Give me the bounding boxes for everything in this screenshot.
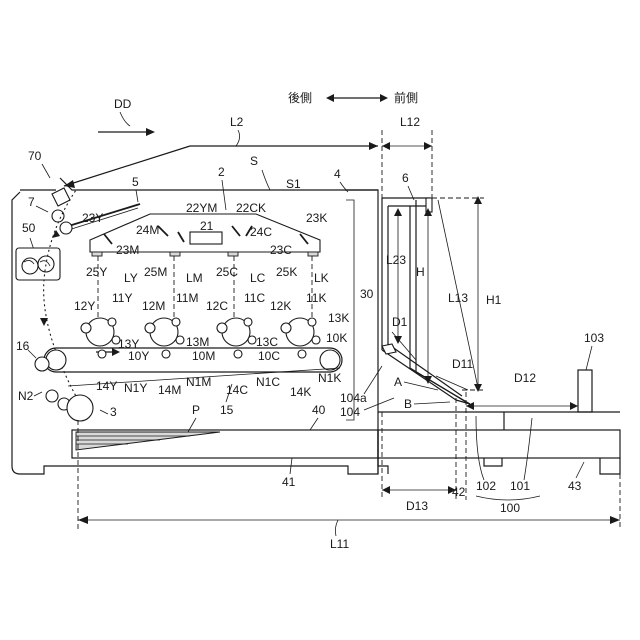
label-25M: 25M (144, 265, 167, 279)
label-14Y: 14Y (96, 379, 117, 393)
label-41: 41 (282, 475, 296, 489)
label-5: 5 (132, 175, 139, 189)
label-LC: LC (250, 271, 266, 285)
label-D11: D11 (452, 357, 473, 371)
label-23C: 23C (270, 243, 292, 257)
label-L12: L12 (400, 115, 420, 129)
label-6: 6 (402, 171, 409, 185)
label-102: 102 (476, 479, 496, 493)
front-unit: 6 103 102 101 100 43 42 (378, 171, 620, 515)
label-14C: 14C (226, 383, 248, 397)
label-LK: LK (314, 271, 329, 285)
label-10C: 10C (258, 349, 280, 363)
label-2: 2 (218, 165, 225, 179)
label-101: 101 (510, 479, 530, 493)
label-10Y: 10Y (128, 349, 149, 363)
label-12K: 12K (270, 299, 291, 313)
label-S: S (250, 154, 258, 168)
label-D1: D1 (392, 315, 408, 329)
label-104: 104 (340, 405, 360, 419)
secondary-transfer: 16 N2 (16, 339, 49, 403)
label-50: 50 (22, 221, 36, 235)
label-10M: 10M (192, 349, 215, 363)
label-23K: 23K (306, 211, 327, 225)
bracket-30: 30 (346, 200, 374, 420)
label-13C: 13C (256, 335, 278, 349)
l12-dimension: L12 (382, 115, 432, 200)
label-D13: D13 (406, 499, 428, 513)
label-N1Y: N1Y (124, 381, 147, 395)
label-11K: 11K (306, 291, 326, 305)
label-N1C: N1C (256, 375, 280, 389)
label-104a: 104a (340, 391, 367, 405)
label-40: 40 (312, 403, 326, 417)
label-25C: 25C (216, 265, 238, 279)
label-15: 15 (220, 403, 234, 417)
label-70: 70 (28, 149, 42, 163)
label-S1: S1 (286, 177, 301, 191)
label-4: 4 (334, 167, 341, 181)
label-12M: 12M (142, 299, 165, 313)
rear-label: 後側 (288, 91, 312, 105)
label-14K: 14K (290, 385, 311, 399)
label-23M: 23M (116, 243, 139, 257)
label-100: 100 (500, 501, 520, 515)
eject-roller-2 (60, 222, 72, 234)
label-24M: 24M (136, 223, 159, 237)
label-103: 103 (584, 331, 604, 345)
label-22CK: 22CK (236, 201, 266, 215)
label-22YM: 22YM (186, 201, 217, 215)
label-11M: 11M (176, 291, 198, 305)
label-A: A (394, 375, 402, 389)
depth-dimensions: D1 D11 D12 (392, 315, 578, 500)
label-16: 16 (16, 339, 30, 353)
label-D12: D12 (514, 371, 536, 385)
label-H1: H1 (486, 293, 502, 307)
label-P: P (192, 403, 200, 417)
label-L2: L2 (230, 115, 244, 129)
feed-roller: 3 (46, 390, 117, 421)
label-42: 42 (452, 485, 466, 499)
label-11C: 11C (244, 291, 265, 305)
label-11Y: 11Y (112, 291, 132, 305)
label-21: 21 (200, 219, 214, 233)
label-LY: LY (124, 271, 138, 285)
label-7: 7 (28, 195, 35, 209)
label-24C: 24C (250, 225, 272, 239)
label-25K: 25K (276, 265, 297, 279)
label-L23: L23 (386, 253, 406, 267)
label-10K: 10K (326, 331, 347, 345)
label-12C: 12C (206, 299, 228, 313)
eject-roller-1 (52, 210, 64, 222)
label-H: H (416, 265, 425, 279)
label-14M: 14M (158, 383, 181, 397)
label-B: B (404, 397, 412, 411)
label-LM: LM (186, 271, 203, 285)
label-L11: L11 (330, 537, 349, 551)
label-25Y: 25Y (86, 265, 107, 279)
orientation-indicator: 後側 前側 (288, 90, 418, 105)
label-13M: 13M (186, 335, 209, 349)
label-23Y: 23Y (82, 211, 103, 225)
label-13K: 13K (328, 311, 349, 325)
dd-arrow: DD (98, 97, 155, 136)
exposure-unit: 21 22YM 22CK 23Y 23M 23C 23K 24M 24C (82, 201, 327, 257)
front-label: 前側 (394, 90, 418, 105)
label-DD: DD (114, 97, 132, 111)
height-dimensions: L23 H L13 H1 (386, 196, 502, 392)
label-3: 3 (110, 405, 117, 419)
label-30: 30 (360, 287, 374, 301)
label-43: 43 (568, 479, 582, 493)
d13-dimension: D13 (382, 412, 456, 513)
label-N2: N2 (18, 389, 34, 403)
fixing-unit: 50 (16, 221, 60, 280)
label-12Y: 12Y (74, 299, 95, 313)
label-N1K: N1K (318, 371, 341, 385)
